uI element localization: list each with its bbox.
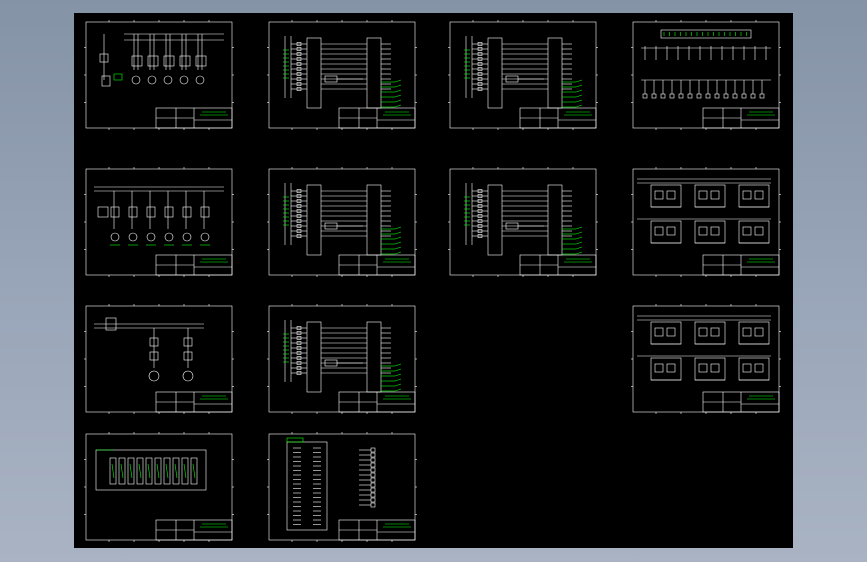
drawing-sheet-plc-io[interactable]	[448, 20, 598, 130]
drawing-sheet-cabinet-layout[interactable]	[84, 432, 234, 542]
sheet-schematic	[267, 167, 417, 277]
drawing-sheet-plc-io[interactable]	[267, 304, 417, 414]
sheet-schematic	[631, 304, 781, 414]
sheet-schematic	[631, 20, 781, 130]
drawing-sheet-plc-io[interactable]	[267, 167, 417, 277]
sheet-schematic	[267, 432, 417, 542]
drawing-viewport[interactable]	[74, 13, 793, 548]
drawing-sheet-power-feeders[interactable]	[84, 20, 234, 130]
sheet-schematic	[267, 304, 417, 414]
drawing-sheets	[74, 13, 793, 548]
sheet-schematic	[84, 432, 234, 542]
sheet-schematic	[631, 167, 781, 277]
drawing-sheet-plc-io[interactable]	[448, 167, 598, 277]
drawing-sheet-relay-grid[interactable]	[631, 304, 781, 414]
sheet-schematic	[84, 167, 234, 277]
drawing-sheet-relay-grid[interactable]	[631, 167, 781, 277]
sheet-schematic	[84, 20, 234, 130]
sheet-schematic	[448, 20, 598, 130]
drawing-sheet-motor-feeders[interactable]	[84, 167, 234, 277]
sheet-schematic	[84, 304, 234, 414]
drawing-sheet-terminal-rows[interactable]	[631, 20, 781, 130]
drawing-sheet-connector-pinout[interactable]	[267, 432, 417, 542]
drawing-sheet-two-motors[interactable]	[84, 304, 234, 414]
drawing-sheet-plc-io[interactable]	[267, 20, 417, 130]
sheet-schematic	[448, 167, 598, 277]
sheet-schematic	[267, 20, 417, 130]
